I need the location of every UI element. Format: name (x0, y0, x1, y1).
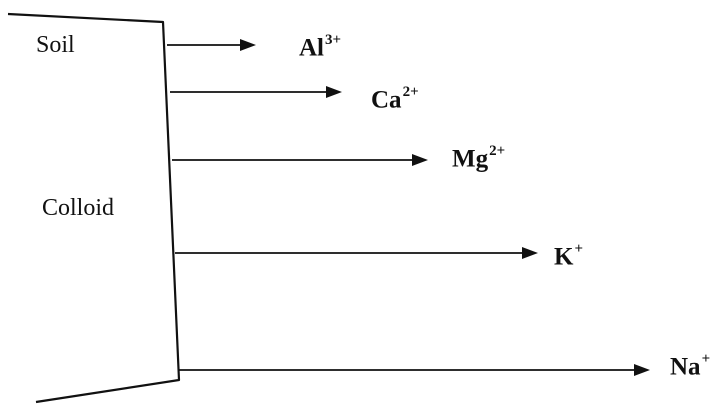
ion-symbol: Na (670, 353, 701, 381)
ion-charge: 2+ (402, 84, 419, 100)
ion-label-al: Al3+ (299, 32, 342, 62)
arrow-k (175, 247, 538, 259)
ion-charge: 2+ (489, 143, 506, 159)
colloid-label: Colloid (42, 195, 115, 221)
arrow-ca (170, 86, 342, 98)
arrow-mg (172, 154, 428, 166)
ion-label-k: K+ (554, 241, 584, 271)
soil-label: Soil (36, 32, 75, 58)
ion-label-ca: Ca2+ (371, 84, 419, 114)
arrow-al (167, 39, 256, 51)
ion-label-mg: Mg2+ (452, 143, 506, 173)
ion-symbol: K (554, 243, 574, 271)
arrow-na (178, 364, 650, 376)
ion-charge: + (574, 241, 584, 257)
ion-charge: + (701, 351, 711, 367)
ion-charge: 3+ (325, 32, 342, 48)
ion-symbol: Mg (452, 145, 489, 173)
ion-symbol: Al (299, 34, 324, 62)
ion-symbol: Ca (371, 86, 402, 114)
ion-label-na: Na+ (670, 351, 711, 381)
colloid-block-outline (7, 12, 181, 404)
